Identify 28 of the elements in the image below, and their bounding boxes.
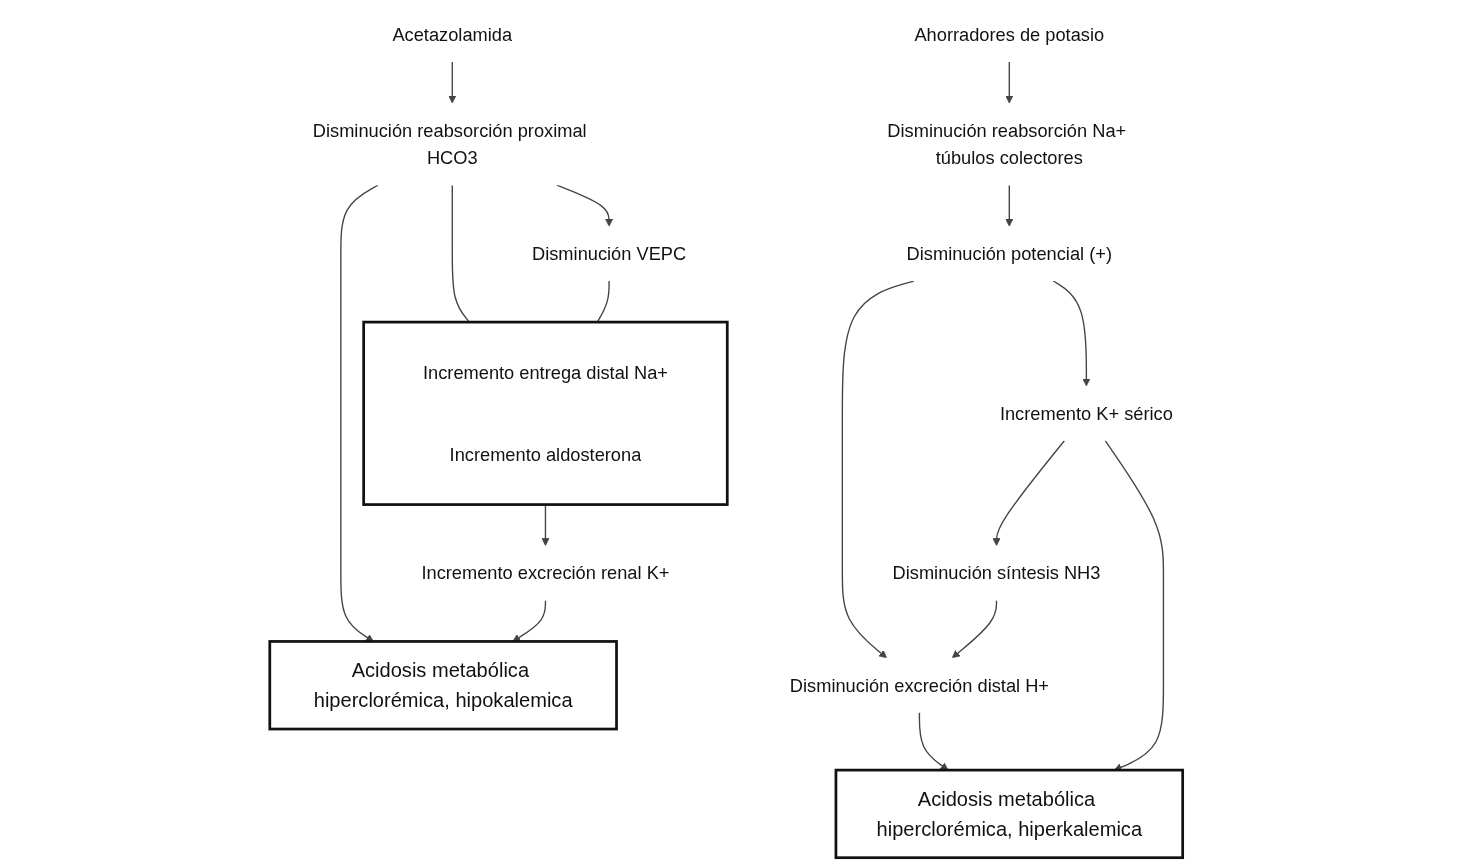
node-text: Disminución reabsorción Na+ túbulos colectores	[887, 120, 1127, 168]
arrow	[918, 711, 949, 771]
arrow	[841, 280, 915, 659]
arrow	[951, 599, 998, 659]
arrow	[1005, 184, 1014, 227]
node-text: Disminución potencial (+)	[906, 243, 1112, 264]
connector	[596, 280, 610, 323]
node-box: Acidosis metabólica hiperclorémica, hipokalemica	[268, 640, 618, 731]
node-text: Disminución excreción distal H+	[789, 675, 1049, 696]
connector	[451, 184, 471, 323]
node-text: Incremento entrega distal Na+	[422, 362, 668, 383]
arrow	[1005, 61, 1014, 104]
arrow	[556, 184, 614, 227]
node-text: Incremento excreción renal K+	[421, 562, 670, 584]
node-box: Acidosis metabólica hiperclorémica, hiperkalemica	[834, 768, 1185, 860]
node-text: Acetazolamida	[392, 24, 513, 45]
node-text: Disminución VEPC	[532, 243, 687, 264]
arrow	[340, 184, 379, 642]
arrow	[992, 440, 1066, 546]
node-text: Disminución síntesis NH3	[892, 562, 1101, 584]
arrow	[1052, 280, 1091, 387]
node-text: Disminución reabsorción proximal HCO3	[312, 120, 587, 168]
cluster	[362, 320, 729, 506]
node-text: Ahorradores de potasio	[914, 24, 1105, 45]
node-text: Incremento aldosterona	[449, 444, 642, 465]
arrow	[448, 61, 457, 104]
arrow	[512, 599, 547, 642]
node-text: Incremento K+ sérico	[999, 403, 1173, 424]
